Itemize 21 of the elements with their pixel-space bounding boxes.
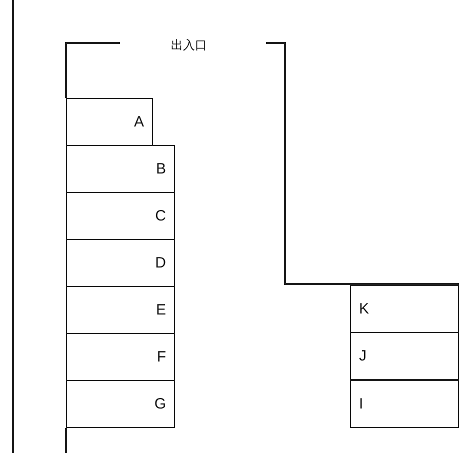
space-label: J bbox=[359, 348, 366, 364]
parking-space bbox=[350, 380, 459, 428]
parking-space bbox=[66, 380, 175, 428]
space-label: I bbox=[359, 396, 364, 412]
parking-space bbox=[66, 239, 175, 287]
parking-space bbox=[350, 285, 459, 333]
space-label: B bbox=[156, 160, 166, 178]
parking-space bbox=[66, 286, 175, 334]
space-label: E bbox=[156, 302, 166, 318]
parking-space bbox=[66, 145, 175, 193]
parking-space bbox=[350, 332, 459, 380]
space-label: D bbox=[155, 254, 166, 272]
space-label: A bbox=[134, 114, 144, 130]
parking-space bbox=[66, 192, 175, 240]
space-label: K bbox=[359, 300, 370, 318]
space-label: F bbox=[156, 348, 166, 366]
parking-space bbox=[66, 98, 153, 146]
entrance-label: 出入口 bbox=[171, 37, 207, 54]
space-label: G bbox=[154, 396, 166, 412]
space-label: C bbox=[155, 208, 166, 224]
parking-space bbox=[66, 333, 175, 381]
